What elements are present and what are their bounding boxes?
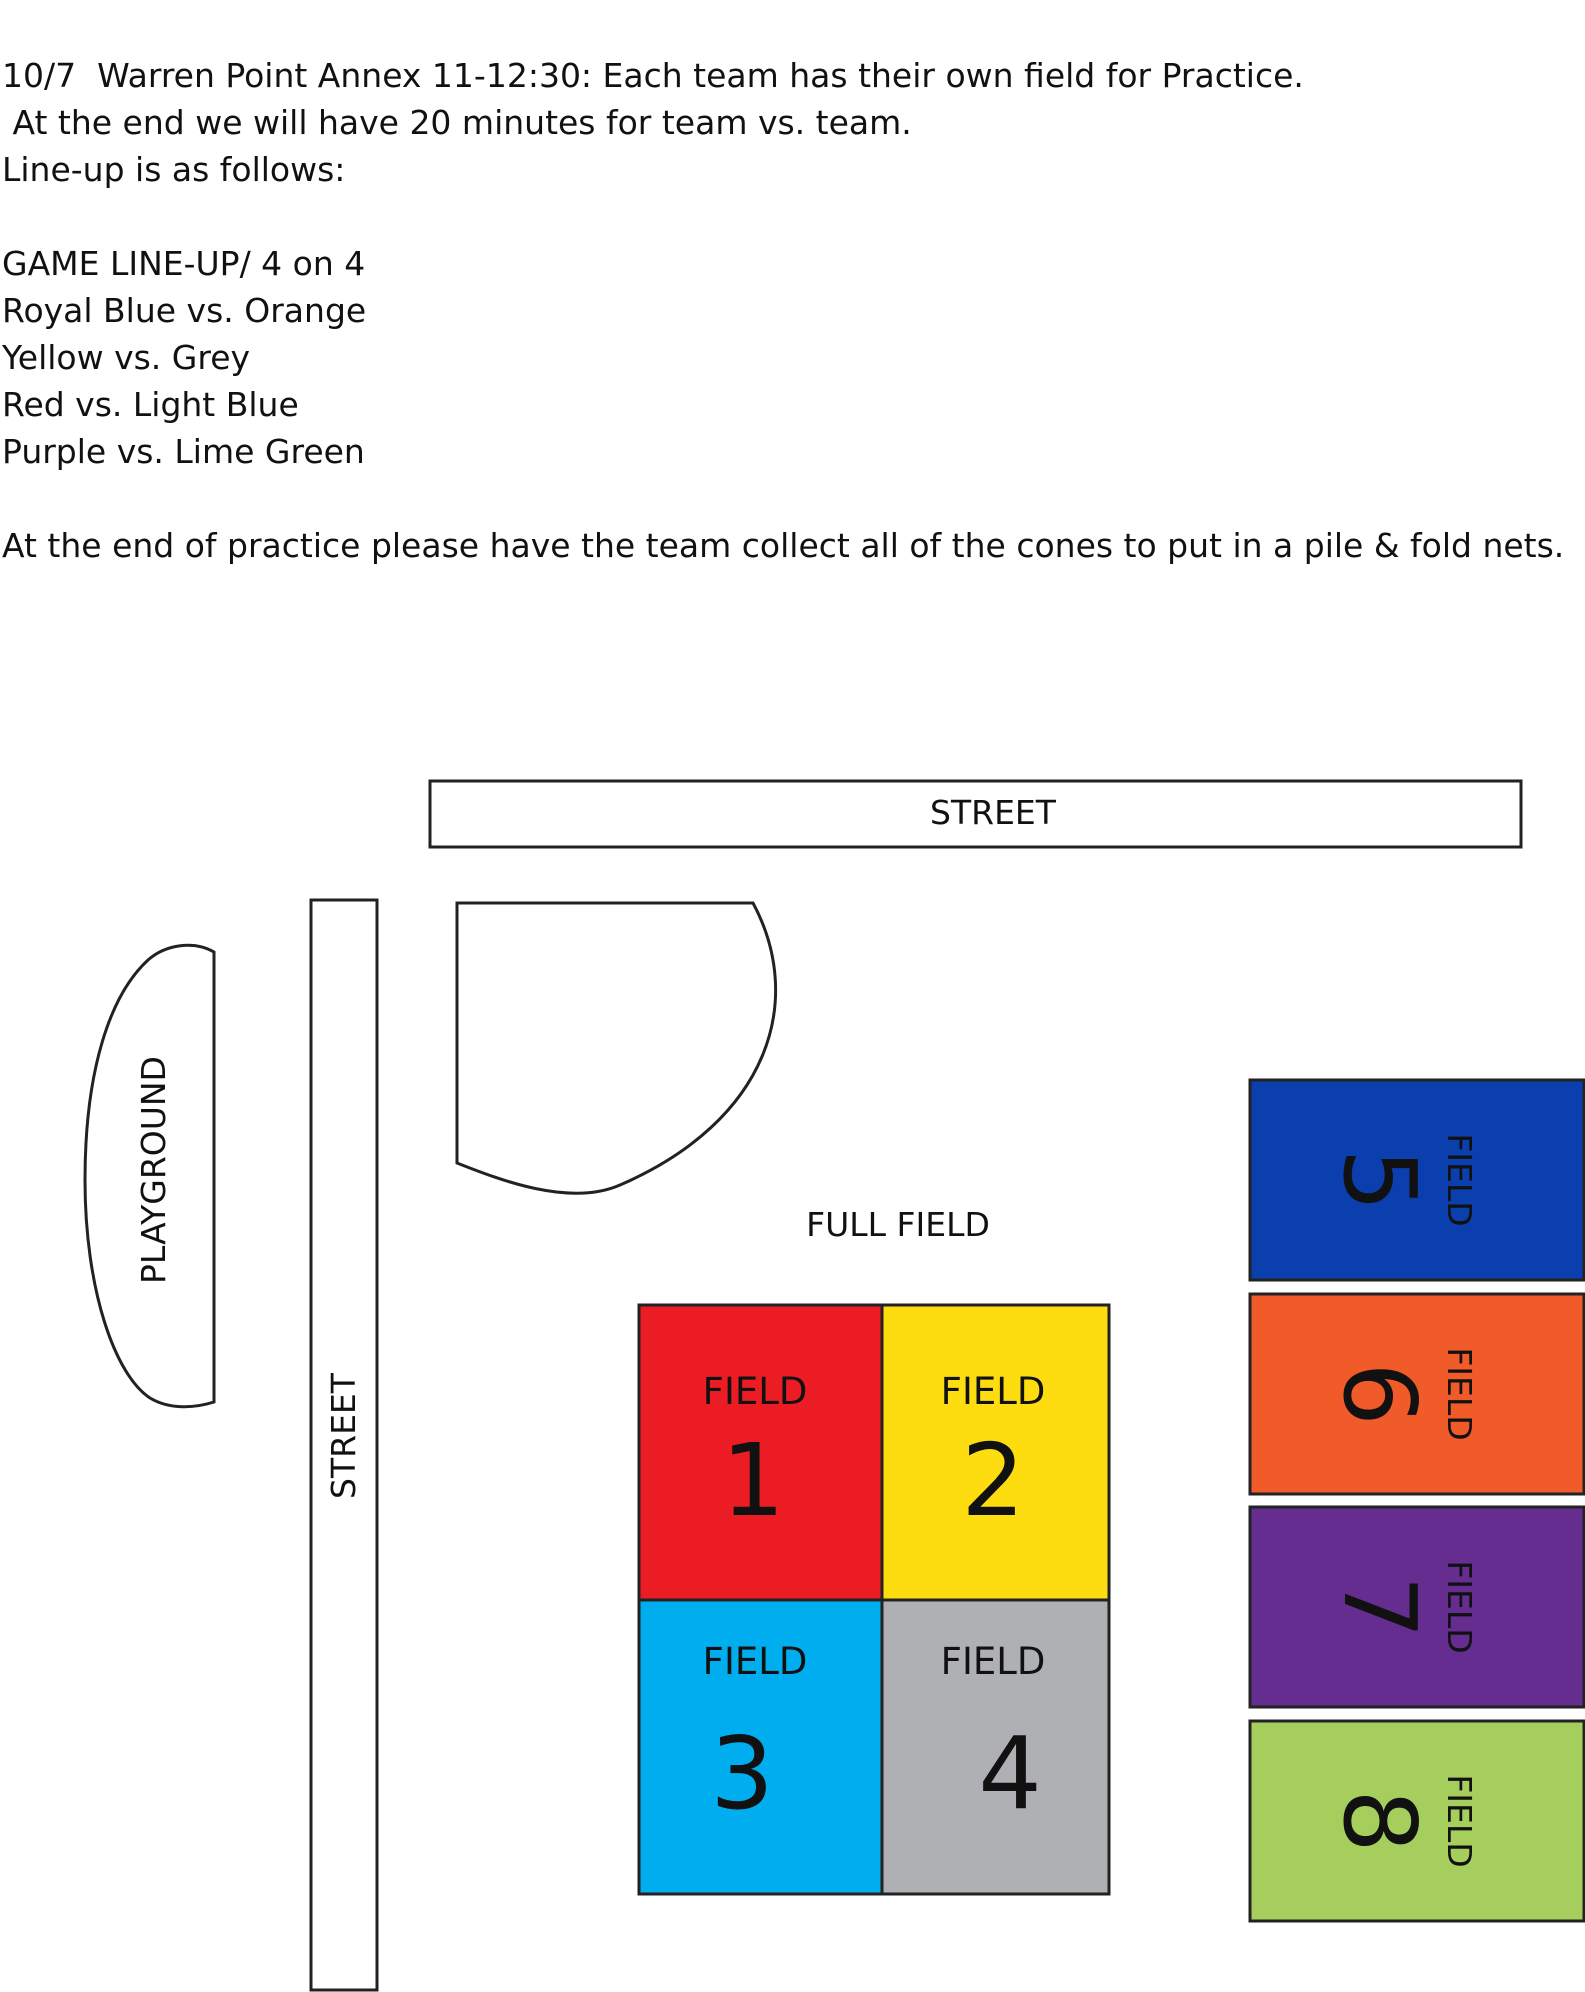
field-4-area bbox=[880, 1598, 1111, 1896]
field-word: FIELD bbox=[1440, 1133, 1479, 1226]
street-top bbox=[428, 779, 1523, 849]
matchup-item: Yellow vs. Grey bbox=[2, 338, 251, 377]
street-side bbox=[309, 898, 379, 1992]
notes-heading: 10/7 Warren Point Annex 11-12:30: Each t… bbox=[2, 56, 1304, 95]
field-2-area bbox=[880, 1303, 1111, 1602]
field-word: FIELD bbox=[703, 1640, 808, 1683]
field-number: 1 bbox=[721, 1422, 785, 1539]
field-number: 7 bbox=[1321, 1575, 1438, 1639]
field-4: FIELD 4 bbox=[880, 1598, 1111, 1896]
field-word: FIELD bbox=[941, 1640, 1046, 1683]
field-number: 6 bbox=[1321, 1362, 1438, 1426]
field-number: 3 bbox=[710, 1715, 774, 1832]
playground bbox=[83, 943, 216, 1409]
field-3: FIELD 3 bbox=[637, 1598, 884, 1896]
half-round-field bbox=[455, 901, 778, 1195]
field-word: FIELD bbox=[1440, 1347, 1479, 1440]
field-2: FIELD 2 bbox=[880, 1303, 1111, 1602]
playground-label: PLAYGROUND bbox=[134, 1056, 173, 1284]
field-word: FIELD bbox=[1440, 1560, 1479, 1653]
field-1: FIELD 1 bbox=[637, 1303, 884, 1602]
full-field-label: FULL FIELD bbox=[806, 1205, 990, 1244]
matchup-item: Royal Blue vs. Orange bbox=[2, 291, 367, 330]
practice-notes: 10/7 Warren Point Annex 11-12:30: Each t… bbox=[2, 52, 1565, 569]
field-word: FIELD bbox=[1440, 1774, 1479, 1867]
field-7: 7 FIELD bbox=[1248, 1505, 1585, 1709]
field-number: 2 bbox=[961, 1422, 1025, 1539]
notes-line: Line-up is as follows: bbox=[2, 150, 346, 189]
field-8: 8 FIELD bbox=[1248, 1719, 1585, 1923]
field-word: FIELD bbox=[703, 1370, 808, 1413]
matchup-item: Purple vs. Lime Green bbox=[2, 432, 365, 471]
field-number: 5 bbox=[1321, 1148, 1438, 1212]
closing-note: At the end of practice please have the t… bbox=[2, 526, 1565, 565]
field-5: 5 FIELD bbox=[1248, 1078, 1585, 1282]
notes-line: At the end we will have 20 minutes for t… bbox=[2, 103, 912, 142]
field-number: 8 bbox=[1321, 1789, 1438, 1853]
field-7-area bbox=[1248, 1505, 1585, 1709]
street-side-label: STREET bbox=[324, 1372, 363, 1499]
field-6-area bbox=[1248, 1292, 1585, 1496]
field-6: 6 FIELD bbox=[1248, 1292, 1585, 1496]
matchup-item: Red vs. Light Blue bbox=[2, 385, 299, 424]
field-number: 4 bbox=[978, 1715, 1042, 1832]
lineup-title: GAME LINE-UP/ 4 on 4 bbox=[2, 244, 366, 283]
field-word: FIELD bbox=[941, 1370, 1046, 1413]
field-8-area bbox=[1248, 1719, 1585, 1923]
street-top-label: STREET bbox=[930, 793, 1057, 832]
field-5-area bbox=[1248, 1078, 1585, 1282]
